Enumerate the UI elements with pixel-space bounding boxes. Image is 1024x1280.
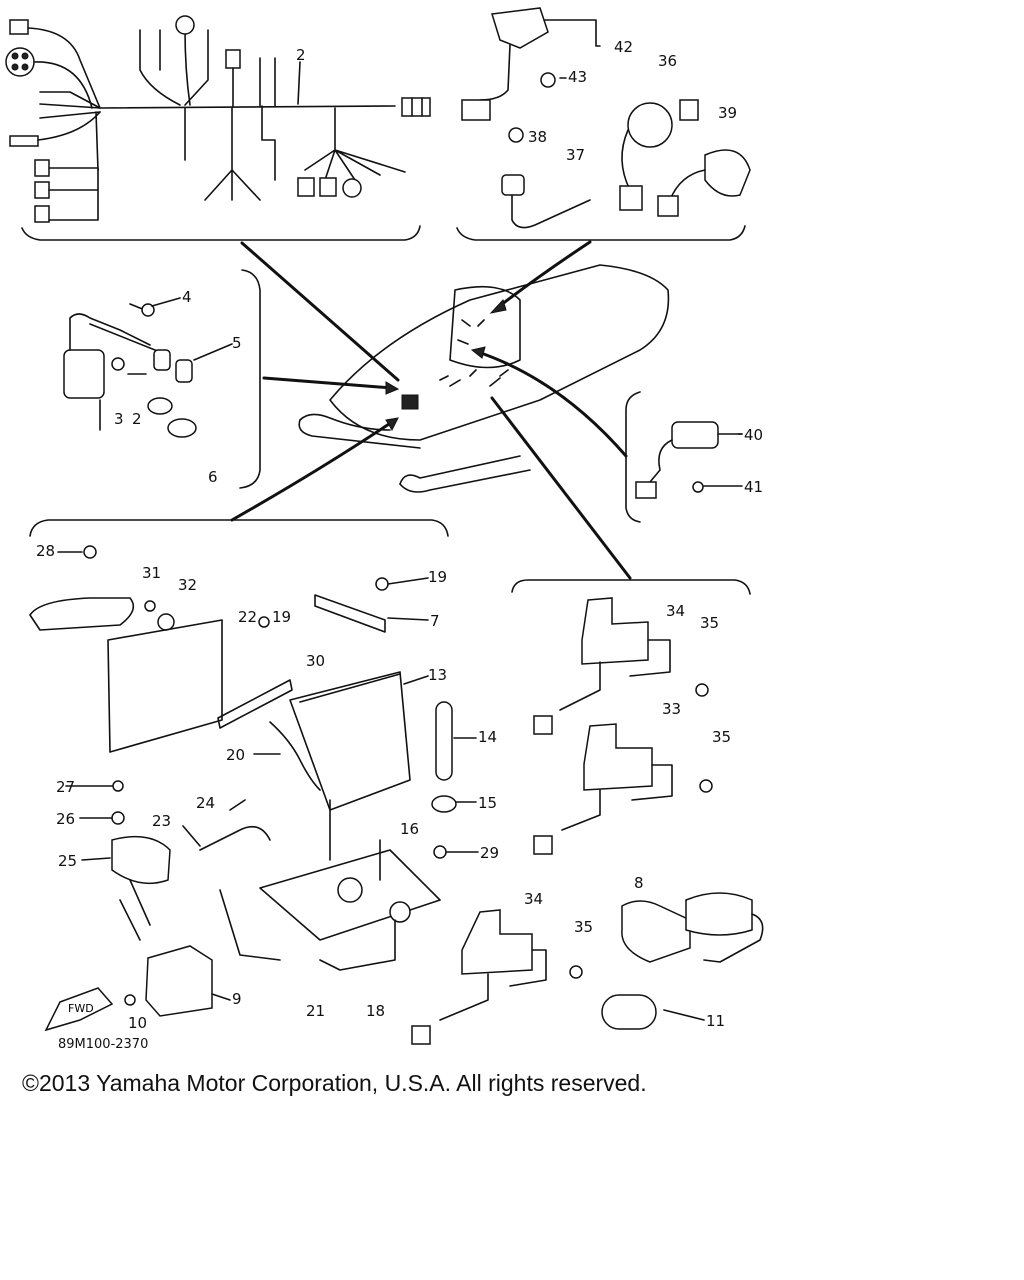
callout-23: 23	[152, 812, 171, 830]
relay-40	[635, 421, 719, 499]
panel-frames	[21, 225, 751, 595]
callout-18: 18	[366, 1002, 385, 1020]
battery-and-tray: FWD	[29, 545, 457, 1032]
callout-16: 16	[400, 820, 419, 838]
callout-9: 9	[232, 990, 242, 1008]
callout-leaders	[57, 61, 743, 1021]
callout-labels: 2 42 43 36 39 38 37 4 5 3 2 6 40 41 28 3…	[36, 38, 763, 1032]
callout-35c: 35	[574, 918, 593, 936]
callout-2: 2	[296, 46, 306, 64]
callout-3: 3	[114, 410, 124, 428]
callout-38: 38	[528, 128, 547, 146]
callout-7: 7	[430, 612, 440, 630]
callout-29: 29	[480, 844, 499, 862]
callout-34b: 34	[524, 890, 543, 908]
exploded-parts-diagram: FWD	[5, 7, 764, 1052]
callout-25: 25	[58, 852, 77, 870]
callout-40: 40	[744, 426, 763, 444]
callout-19: 19	[428, 568, 447, 586]
callout-41: 41	[744, 478, 763, 496]
callout-30: 30	[306, 652, 325, 670]
callout-24: 24	[196, 794, 215, 812]
callout-21: 21	[306, 1002, 325, 1020]
handlebar-switches	[461, 7, 751, 229]
callout-42: 42	[614, 38, 633, 56]
callout-14: 14	[478, 728, 497, 746]
callout-19b: 19	[272, 608, 291, 626]
callout-43: 43	[568, 68, 587, 86]
drawing-code: 89M100-2370	[58, 1037, 148, 1052]
callout-31: 31	[142, 564, 161, 582]
callout-2b: 2	[132, 410, 142, 428]
callout-6: 6	[208, 468, 218, 486]
snowmobile-body	[298, 264, 670, 493]
callout-39: 39	[718, 104, 737, 122]
callout-13: 13	[428, 666, 447, 684]
fwd-arrow-label: FWD	[68, 1002, 94, 1015]
copyright-notice: ©2013 Yamaha Motor Corporation, U.S.A. A…	[22, 1070, 647, 1096]
callout-5: 5	[232, 334, 242, 352]
callout-37: 37	[566, 146, 585, 164]
callout-26: 26	[56, 810, 75, 828]
callout-36: 36	[658, 52, 677, 70]
callout-33: 33	[662, 700, 681, 718]
cdi-units	[411, 597, 764, 1045]
callout-35b: 35	[712, 728, 731, 746]
callout-10: 10	[128, 1014, 147, 1032]
callout-4: 4	[182, 288, 192, 306]
callout-27: 27	[56, 778, 75, 796]
callout-11: 11	[706, 1012, 725, 1030]
panel-leader-lines	[230, 240, 632, 580]
callout-15: 15	[478, 794, 497, 812]
callout-34: 34	[666, 602, 685, 620]
ignition-coil-assembly	[63, 303, 197, 438]
callout-28: 28	[36, 542, 55, 560]
callout-22: 22	[238, 608, 257, 626]
wire-harness	[5, 15, 431, 223]
callout-8: 8	[634, 874, 644, 892]
callout-35: 35	[700, 614, 719, 632]
callout-32: 32	[178, 576, 197, 594]
callout-20: 20	[226, 746, 245, 764]
